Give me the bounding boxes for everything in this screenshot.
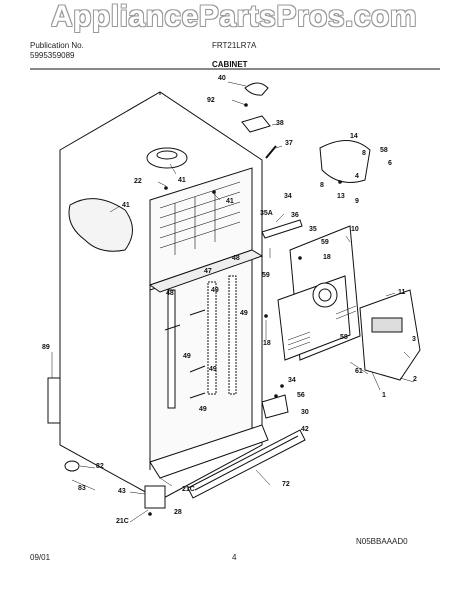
callout-41a: 41: [178, 177, 186, 184]
callout-36: 36: [291, 212, 299, 219]
callout-56: 56: [297, 392, 305, 399]
callout-30: 30: [301, 409, 309, 416]
callout-10: 10: [351, 226, 359, 233]
callout-72: 72: [282, 481, 290, 488]
callout-13: 13: [337, 193, 345, 200]
callout-49c: 49: [183, 353, 191, 360]
publication-label: Publication No.: [30, 41, 84, 50]
callout-49b: 49: [240, 310, 248, 317]
callout-35a: 35A: [260, 210, 273, 217]
callout-6: 6: [388, 160, 392, 167]
callout-11: 11: [398, 289, 406, 296]
callout-49a: 49: [211, 287, 219, 294]
page-number: 4: [232, 553, 237, 562]
callout-89: 89: [42, 344, 50, 351]
callout-3: 3: [412, 336, 416, 343]
watermark: AppliancePartsPros.com: [50, 0, 418, 33]
callout-92: 92: [207, 97, 215, 104]
callout-58: 58: [380, 147, 388, 154]
callout-48a: 48: [232, 255, 240, 262]
footer-date: 09/01: [30, 553, 51, 562]
callout-48b: 48: [166, 290, 174, 297]
callout-4a: 4: [355, 173, 359, 180]
callout-49e: 49: [199, 406, 207, 413]
callout-47: 47: [204, 268, 212, 275]
section-title: CABINET: [212, 60, 248, 69]
callout-41b: 41: [122, 202, 130, 209]
callout-35: 35: [309, 226, 317, 233]
callout-37: 37: [285, 140, 293, 147]
callout-34a: 34: [284, 193, 292, 200]
callout-14: 14: [350, 133, 358, 140]
callout-49d: 49: [209, 366, 217, 373]
callout-59a: 59: [321, 239, 329, 246]
callout-43: 43: [118, 488, 126, 495]
callout-8a: 8: [362, 150, 366, 157]
callout-1: 1: [382, 392, 386, 399]
callout-40: 40: [218, 75, 226, 82]
callout-61: 61: [355, 368, 363, 375]
callout-42: 42: [301, 426, 309, 433]
diagram-code: N05BBAAAD0: [356, 537, 408, 546]
callout-8b: 8: [320, 182, 324, 189]
callout-28: 28: [174, 509, 182, 516]
callout-9: 9: [355, 198, 359, 205]
callout-41c: 41: [226, 198, 234, 205]
publication-number: 5995359089: [30, 51, 75, 60]
callout-34b: 34: [288, 377, 296, 384]
callout-59b: 59: [262, 272, 270, 279]
callout-82: 82: [96, 463, 104, 470]
callout-22: 22: [134, 178, 142, 185]
callout-21c-a: 21C: [182, 486, 195, 493]
callout-2: 2: [413, 376, 417, 383]
callout-18a: 18: [323, 254, 331, 261]
model-number: FRT21LR7A: [212, 41, 257, 50]
callout-21c-b: 21C: [116, 518, 129, 525]
callout-83: 83: [78, 485, 86, 492]
callout-38: 38: [276, 120, 284, 127]
callout-58b: 58: [340, 334, 348, 341]
callout-18b: 18: [263, 340, 271, 347]
